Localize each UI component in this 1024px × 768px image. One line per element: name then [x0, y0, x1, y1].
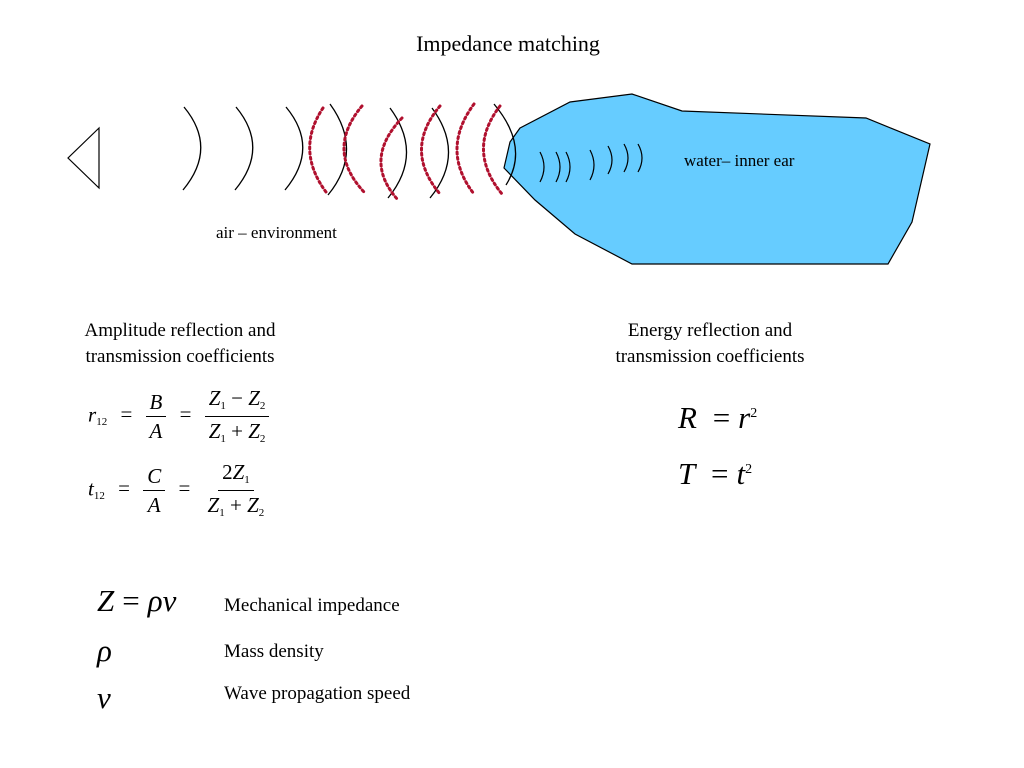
equals-sign: =	[178, 476, 191, 501]
numerator-z1-minus-z2: Z1 − Z2	[204, 386, 270, 417]
transmitted-wave-3	[565, 151, 571, 183]
capital-t-symbol: T	[678, 456, 696, 491]
subscript-1: 1	[220, 433, 226, 445]
impedance-diagram	[67, 93, 931, 265]
reflected-wave-2	[342, 104, 366, 194]
equals-sign: =	[712, 400, 731, 435]
density-label: Mass density	[224, 641, 324, 662]
water-region	[503, 93, 931, 265]
energy-heading: Energy reflection and transmission coeff…	[570, 318, 850, 370]
equals-sign: =	[711, 456, 729, 491]
r-symbol: r	[88, 402, 97, 427]
incident-wave-7	[493, 103, 517, 186]
t-symbol: t	[736, 456, 746, 491]
impedance-label: Mechanical impedance	[224, 595, 400, 616]
transmitted-waves	[539, 143, 643, 183]
energy-reflection-equation: R =r2	[678, 400, 757, 436]
denominator-z1-plus-z2: Z1 + Z2	[205, 417, 270, 447]
denominator-z1-plus-z2: Z1 + Z2	[204, 491, 269, 521]
fraction-b-over-a: B A	[145, 390, 167, 443]
reflection-coefficient-equation: r12 = B A = Z1 − Z2 Z1 + Z2	[88, 386, 270, 447]
subscript-1: 1	[220, 400, 226, 412]
rho-symbol: ρ	[97, 633, 112, 668]
denominator-a: A	[149, 419, 163, 443]
fraction-impedance-transmission: 2Z1 Z1 + Z2	[204, 460, 269, 521]
subscript-2: 2	[258, 507, 265, 519]
equals-sign: =	[118, 476, 130, 501]
subscript-1: 1	[219, 507, 225, 519]
capital-r-symbol: R	[678, 400, 697, 435]
water-label: water– inner ear	[684, 151, 795, 170]
minus-sign: −	[231, 386, 243, 410]
plus-sign: +	[231, 419, 243, 443]
factor-two: 2	[222, 460, 233, 484]
transmitted-wave-6	[623, 143, 629, 173]
equals-sign: =	[120, 402, 133, 427]
v-symbol: v	[97, 680, 111, 715]
energy-heading-line2: transmission coefficients	[615, 346, 805, 367]
equals-sign: =	[179, 402, 192, 427]
numerator-c: C	[143, 464, 166, 491]
z-symbol: Z	[208, 419, 221, 443]
reflected-wave-1	[308, 106, 328, 194]
fraction-c-over-a: C A	[143, 464, 166, 517]
amplitude-heading: Amplitude reflection and transmission co…	[40, 318, 320, 370]
reflected-waves	[308, 102, 504, 202]
transmitted-wave-7	[637, 143, 643, 173]
equals-sign: =	[122, 583, 140, 618]
t-subscript: 12	[93, 490, 105, 503]
z-symbol: Z	[247, 493, 259, 517]
energy-heading-line1: Energy reflection and	[627, 320, 793, 341]
r-subscript: 12	[96, 416, 108, 429]
r-symbol: r	[738, 400, 751, 435]
transmitted-wave-4	[589, 149, 595, 181]
z-symbol: Z	[248, 419, 260, 443]
numerator-2z1: 2Z1	[218, 460, 254, 491]
z-symbol: Z	[208, 386, 221, 410]
incident-wave-4	[327, 103, 348, 196]
incident-wave-3	[284, 106, 304, 191]
reflected-wave-4	[420, 104, 442, 196]
z-symbol: Z	[248, 386, 260, 410]
speed-label: Wave propagation speed	[224, 683, 411, 704]
incident-wave-2	[234, 106, 254, 191]
transmitted-wave-1	[539, 151, 545, 183]
air-label: air – environment	[216, 223, 337, 242]
z-symbol: Z	[97, 583, 115, 618]
reflected-wave-6	[482, 104, 504, 196]
denominator-a: A	[147, 493, 161, 517]
z-symbol: Z	[232, 460, 245, 484]
plus-sign: +	[229, 493, 242, 517]
fraction-impedance-reflection: Z1 − Z2 Z1 + Z2	[204, 386, 270, 447]
numerator-b: B	[145, 390, 167, 417]
reflected-wave-3	[379, 116, 404, 202]
reflected-wave-5	[455, 102, 476, 196]
incident-wave-5	[387, 107, 408, 199]
transmission-coefficient-equation: t12 = C A = 2Z1 Z1 + Z2	[88, 460, 268, 521]
incident-wave-1	[182, 106, 202, 191]
rho-v-product: ρv	[147, 583, 177, 618]
transmitted-wave-2	[555, 151, 561, 183]
z-symbol: Z	[207, 493, 220, 517]
incident-waves	[182, 103, 517, 199]
amplitude-heading-line2: transmission coefficients	[85, 346, 275, 367]
transmitted-wave-5	[607, 145, 613, 175]
page-title: Impedance matching	[416, 31, 600, 56]
t-symbol: t	[88, 476, 94, 501]
impedance-formula: Z=ρv	[97, 583, 176, 619]
amplitude-heading-line1: Amplitude reflection and	[84, 320, 276, 341]
subscript-2: 2	[259, 433, 266, 445]
subscript-2: 2	[259, 400, 266, 412]
sound-source-icon	[67, 126, 100, 190]
energy-transmission-equation: T =t2	[678, 456, 752, 492]
exponent-two: 2	[750, 406, 758, 421]
exponent-two: 2	[745, 462, 753, 477]
subscript-1: 1	[244, 474, 250, 486]
